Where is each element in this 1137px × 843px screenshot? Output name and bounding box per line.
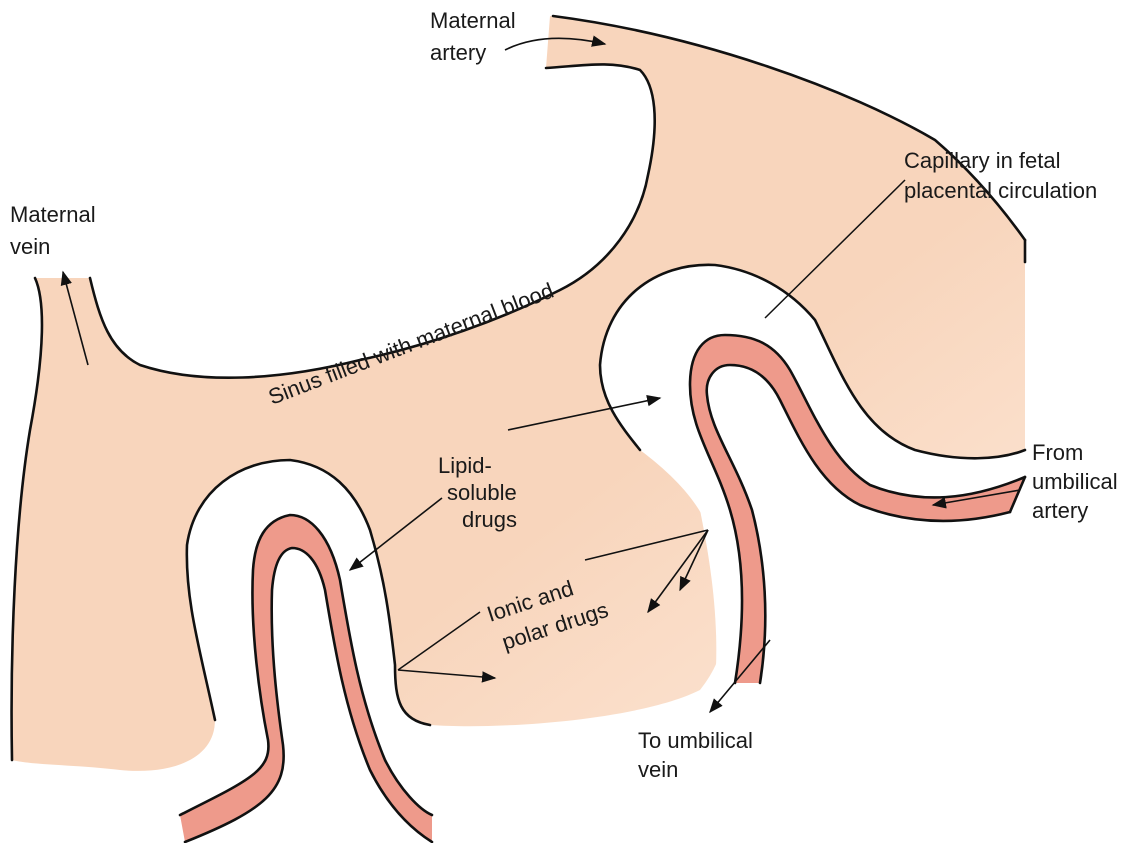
label-lipid-line1: Lipid- (438, 453, 492, 478)
label-from-artery-line3: artery (1032, 498, 1088, 523)
label-maternal-artery-line1: Maternal (430, 8, 516, 33)
label-from-artery-line1: From (1032, 440, 1083, 465)
label-maternal-artery-line2: artery (430, 40, 486, 65)
label-capillary-line1: Capillary in fetal (904, 148, 1061, 173)
label-from-artery-line2: umbilical (1032, 469, 1118, 494)
label-to-vein-line1: To umbilical (638, 728, 753, 753)
label-lipid-line2: soluble (447, 480, 517, 505)
label-maternal-vein-line1: Maternal (10, 202, 96, 227)
label-capillary-line2: placental circulation (904, 178, 1097, 203)
maternal-sinus (12, 16, 1025, 771)
label-lipid-line3: drugs (462, 507, 517, 532)
label-to-vein-line2: vein (638, 757, 678, 782)
label-maternal-vein-line2: vein (10, 234, 50, 259)
